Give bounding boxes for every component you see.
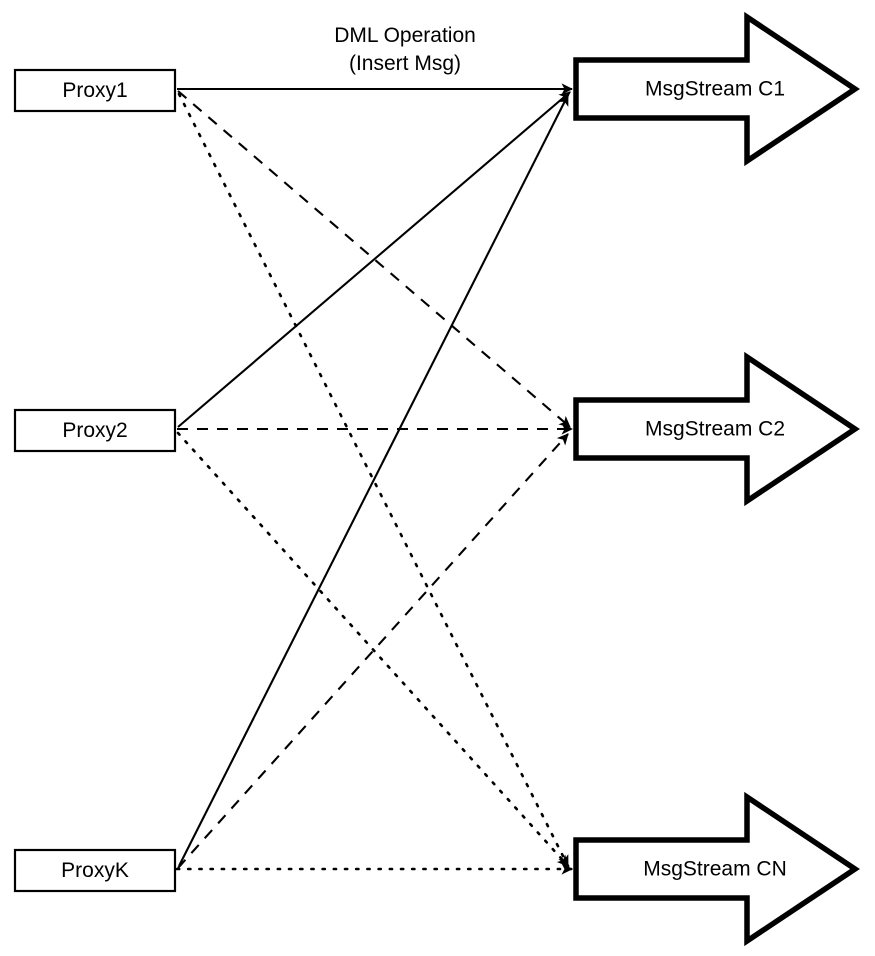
edge-proxy2-to-c1 xyxy=(177,91,571,428)
edges-layer xyxy=(175,83,574,875)
edge-label-line1: DML Operation xyxy=(334,24,476,47)
proxyk-box[interactable] xyxy=(13,848,177,893)
msgstream-cn-block-arrow[interactable] xyxy=(573,791,860,947)
msgstream-c2-label: MsgStream C2 xyxy=(645,418,785,441)
edge-label-dml-operation: DML Operation (Insert Msg) xyxy=(334,24,476,75)
proxy2-box[interactable] xyxy=(13,408,177,453)
msgstream-c1-block-arrow[interactable] xyxy=(573,11,860,167)
node-proxy1[interactable]: Proxy1 xyxy=(13,68,177,113)
node-proxy2[interactable]: Proxy2 xyxy=(13,408,177,453)
proxy1-label: Proxy1 xyxy=(62,79,127,102)
node-proxyk[interactable]: ProxyK xyxy=(13,848,177,893)
node-msgstream-c2[interactable]: MsgStream C2 xyxy=(573,351,860,507)
edge-proxyk-to-c2 xyxy=(177,433,569,869)
msgstream-c1-label: MsgStream C1 xyxy=(645,78,785,101)
edge-proxy2-to-cn xyxy=(176,431,570,868)
edge-label-line2: (Insert Msg) xyxy=(349,52,461,75)
node-msgstream-c1[interactable]: MsgStream C1 xyxy=(573,11,860,167)
node-msgstream-cn[interactable]: MsgStream CN xyxy=(573,791,860,947)
msgstream-cn-label: MsgStream CN xyxy=(643,858,787,881)
edge-proxyk-to-c1 xyxy=(178,94,569,867)
proxy2-label: Proxy2 xyxy=(62,419,127,442)
proxyk-label: ProxyK xyxy=(61,859,129,882)
msgstream-c2-block-arrow[interactable] xyxy=(573,351,860,507)
proxy1-box[interactable] xyxy=(13,68,177,113)
edge-proxy1-to-c2 xyxy=(177,90,571,428)
